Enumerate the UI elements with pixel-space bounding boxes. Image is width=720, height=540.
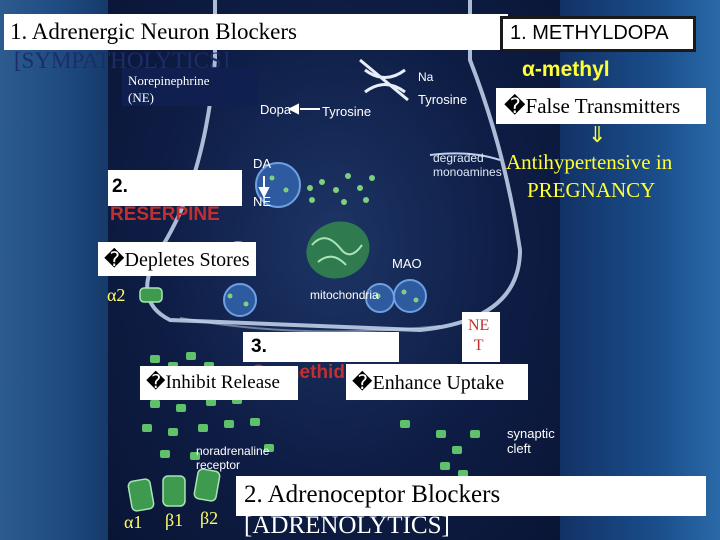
inhibit-release-text: Inhibit Release [165,372,280,393]
down-arrow-icon: ⇓ [588,122,607,147]
norepinephrine-box [122,68,258,106]
norepinephrine-label: Norepinephrine (NE) [128,72,210,106]
depletes-stores-text: Depletes Stores [124,249,250,271]
guanethidine-box [243,332,399,362]
methyldopa-label: 1. METHYLDOPA [510,22,669,44]
mitochondrion [306,221,370,279]
depletes-stores-box [98,242,256,276]
net-line2: T [473,337,484,354]
sodium-label: Na [418,70,434,84]
norepinephrine-line1: Norepinephrine [128,73,210,88]
alpha2-receptor-shape [139,287,163,303]
false-transmitters-box [496,88,706,124]
degraded-arrow [429,152,501,161]
title-box [4,14,508,50]
degraded-line1: degraded [433,151,484,165]
methyldopa-box [500,16,696,52]
net-box [462,312,500,362]
pathway-arrows [258,103,320,199]
net-label: NE T [468,316,489,356]
neuron-membrane-bottom [179,317,441,333]
reserpine-label: RESERPINE [110,204,220,225]
noradrenaline-receptor-label: noradrenaline receptor [196,444,269,472]
alpha-methyl-label: α-methyl [522,58,610,81]
false-transmitters-label: �False Transmitters [504,94,680,119]
dopamine-label: DA [253,156,272,171]
tyrosine-outer-label: Tyrosine [418,92,468,107]
receptor-line2: receptor [196,458,241,472]
dopa-label: Dopa [260,102,292,117]
left-blue-panel [0,0,108,540]
alpha1-label: α1 [124,512,143,532]
false-transmitters-text: False Transmitters [525,94,681,118]
synaptic-cleft-label: synaptic cleft [507,426,555,456]
enhance-uptake-box [346,364,528,400]
enhance-uptake-text: Enhance Uptake [372,372,505,394]
receptor-line1: noradrenaline [196,444,270,458]
synaptic-cleft-line2: cleft [507,441,531,456]
slide-title: 1. Adrenergic Neuron Blockers [10,19,297,44]
postsynaptic-receptors [127,468,221,512]
depletes-stores-label: �Depletes Stores [104,247,250,272]
adrenolytics-label: [ADRENOLYTICS] [244,512,450,539]
tyrosine-transporter [359,58,409,102]
mitochondria-label: mitochondria [310,288,379,302]
mao-label: MAO [392,256,422,271]
ne-molecules-inside [227,173,419,307]
reserpine-box [108,170,242,206]
antihypertensive-line2: PREGNANCY [527,178,656,202]
antihypertensive-line1: Antihypertensive in [506,150,673,174]
norepinephrine-short-label: NE [253,194,272,209]
glyph-icon: � [104,249,125,271]
adrenoceptor-blockers-label: 2. Adrenoceptor Blockers [244,481,501,508]
inhibit-release-box [140,366,298,400]
tyrosine-inner-label: Tyrosine [322,104,372,119]
norepinephrine-line2: (NE) [128,90,154,105]
net-line1: NE [468,317,490,334]
degraded-line2: monoamines [433,165,502,179]
inhibit-release-label: �Inhibit Release [146,371,280,394]
glyph-icon: � [352,372,373,394]
adrenoceptor-blockers-box [236,476,706,516]
guanethidine-number: 3. [251,336,267,357]
beta2-label: β2 [200,508,219,528]
enhance-uptake-label: �Enhance Uptake [352,370,504,395]
glyph-icon: � [146,372,166,393]
beta1-label: β1 [165,510,184,530]
synaptic-cleft-line1: synaptic [507,426,555,441]
alpha2-label: α2 [107,285,126,305]
glyph-icon: � [504,94,526,118]
ne-vesicles [223,162,427,317]
degraded-monoamines-label: degraded monoamines [433,151,502,179]
reserpine-number: 2. [112,176,128,197]
